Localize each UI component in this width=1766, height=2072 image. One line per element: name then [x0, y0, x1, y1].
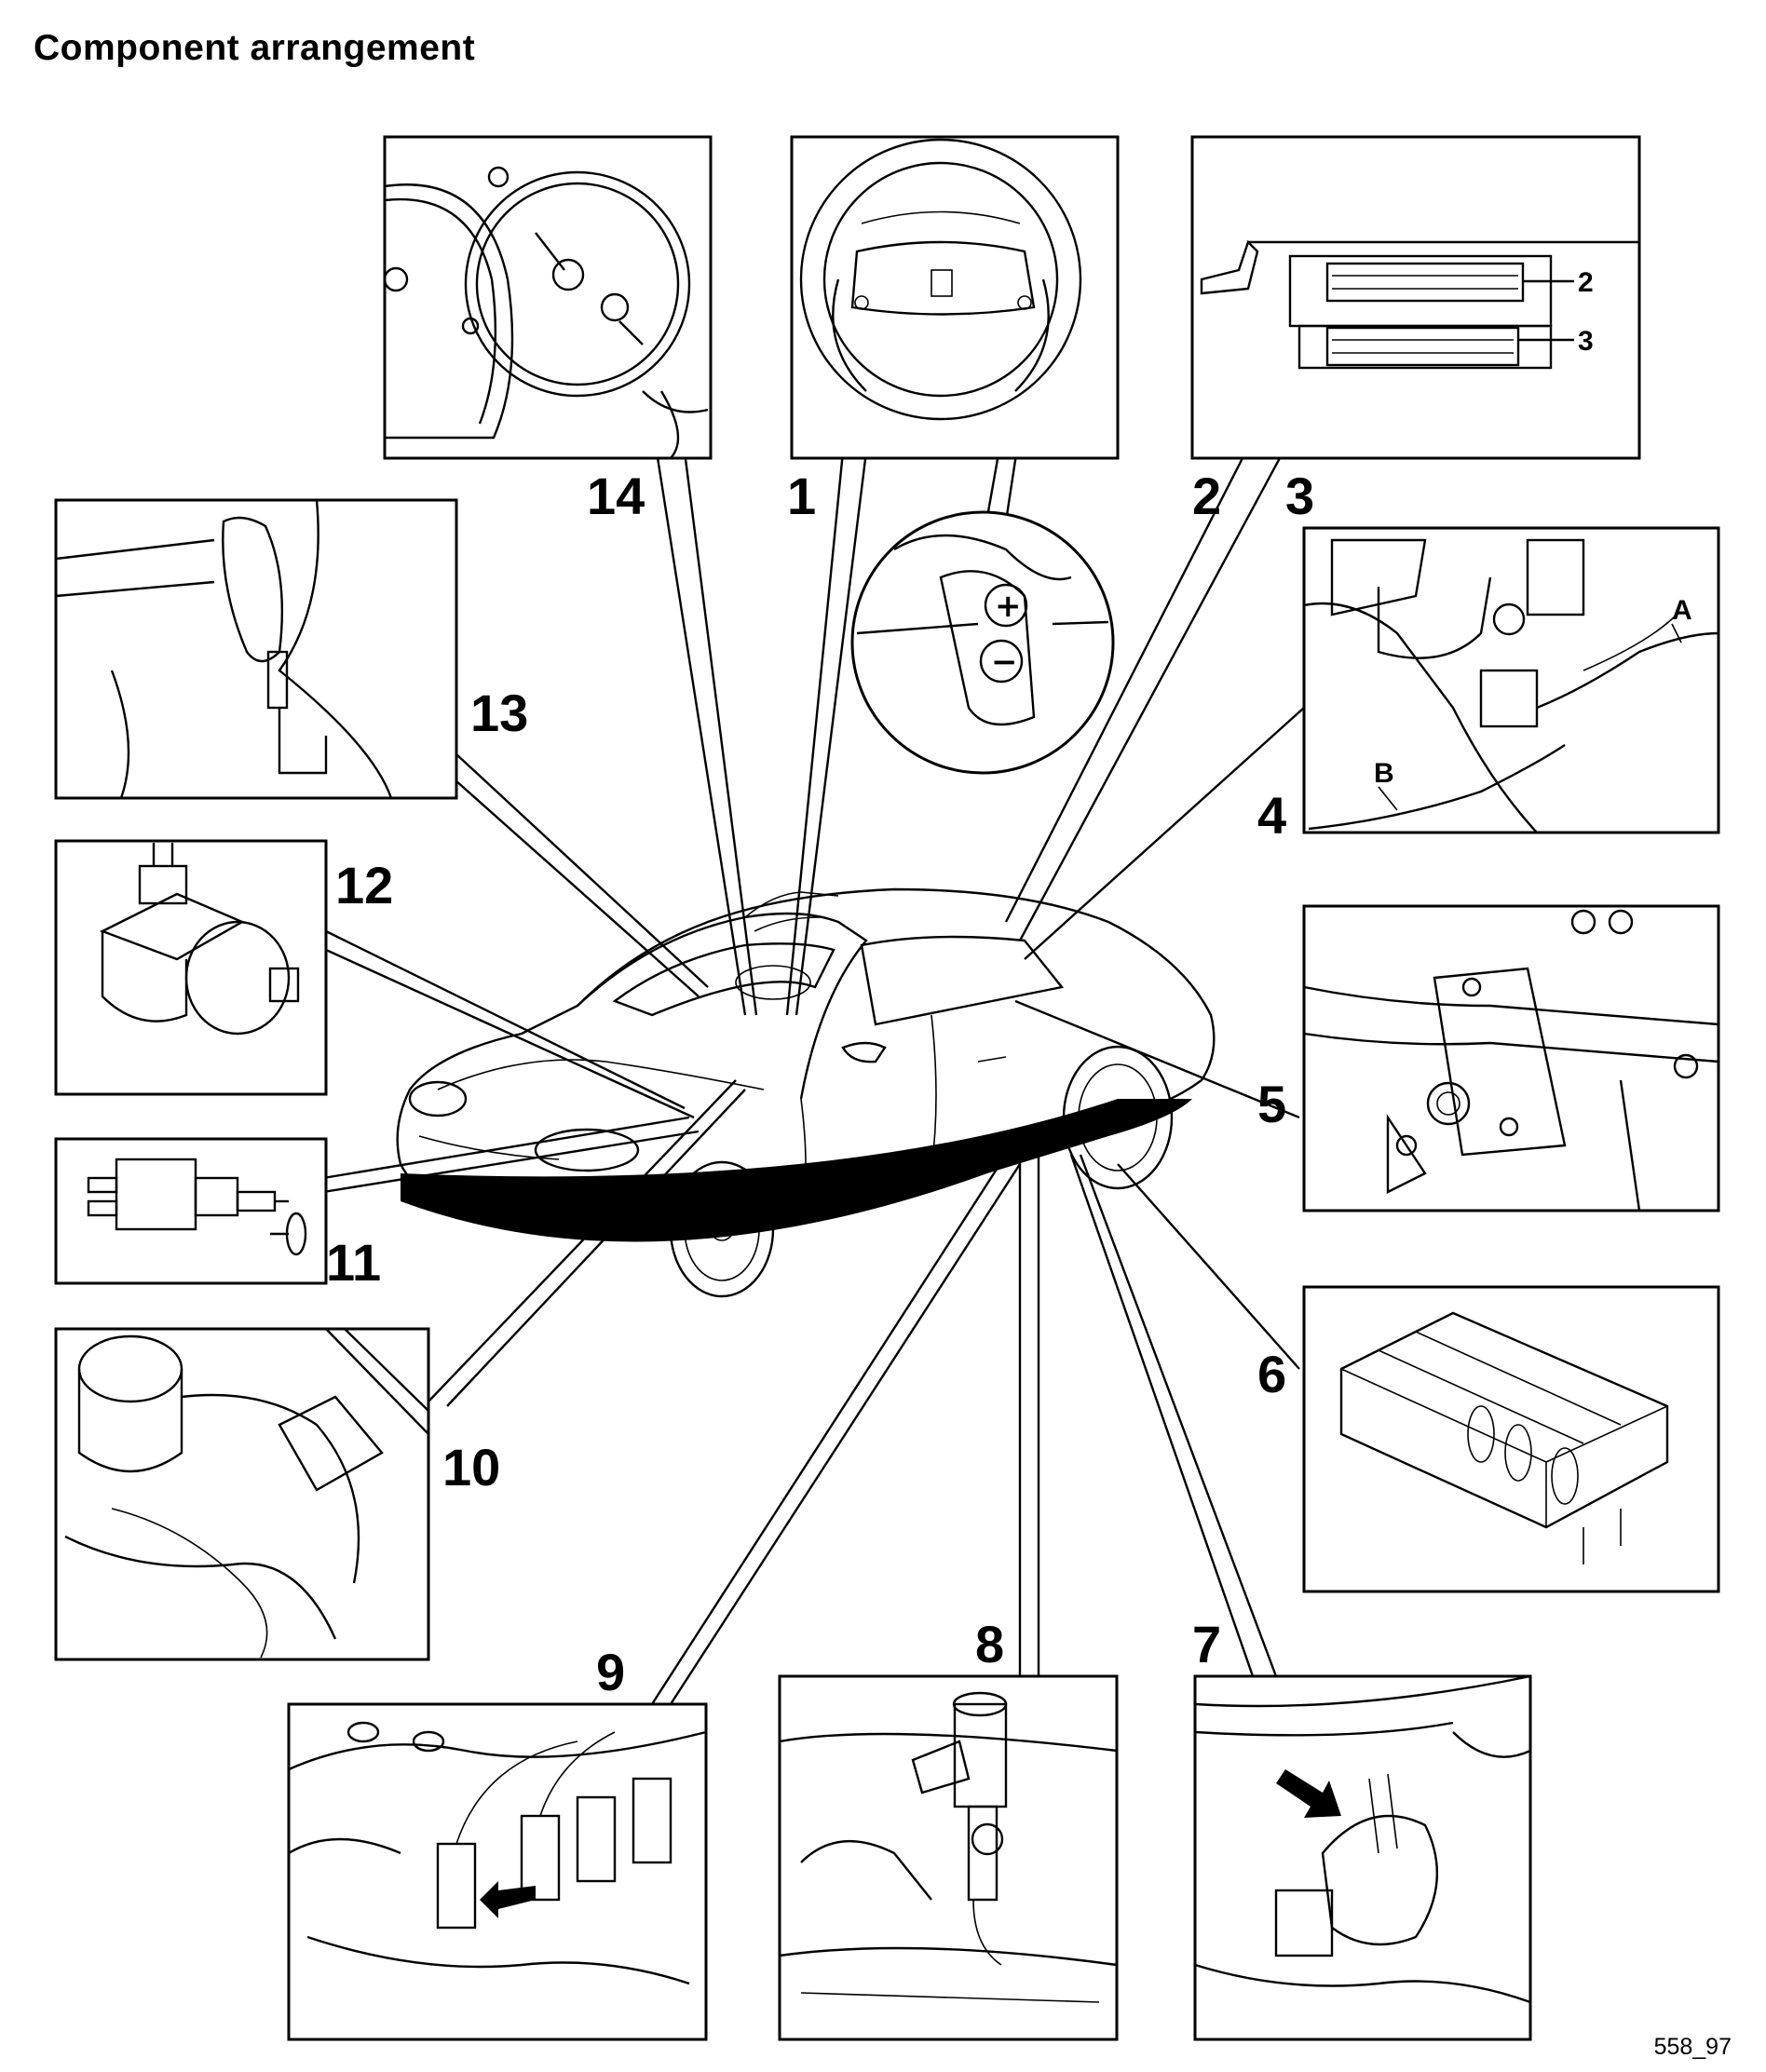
leader-10a: [428, 1079, 737, 1402]
panel-1-steering-wheel: [790, 135, 1120, 460]
panel-4-sensor: B A: [1302, 526, 1720, 834]
callout-12: 12: [335, 856, 393, 914]
callout-3: 3: [1285, 467, 1314, 525]
panel-13-selector-lever: [54, 498, 458, 800]
panel-5-selector-switch: [1302, 904, 1720, 1212]
callout-14: 14: [587, 467, 645, 525]
leader-2: [1004, 455, 1245, 923]
callout-2: 2: [1192, 467, 1221, 525]
callout-10: 10: [442, 1438, 500, 1496]
leader-11a: [322, 1116, 690, 1180]
callout-4: 4: [1257, 786, 1286, 845]
leader-12b: [325, 948, 695, 1119]
panel-12-switch: [54, 839, 328, 1096]
leader-lines: [322, 306, 1305, 1705]
leader-7b: [1079, 1154, 1278, 1677]
panel-11-brake-light-switch: [54, 1137, 328, 1285]
panel-7-connector: [1193, 1674, 1532, 2041]
connector-label-3: 3: [1578, 326, 1594, 357]
panel-2-3-control-unit: 2 3: [1190, 135, 1641, 460]
marker-a: A: [1672, 595, 1692, 626]
panel-6-valve-body: [1302, 1285, 1720, 1593]
callout-1: 1: [787, 467, 816, 525]
leader-4: [1024, 707, 1305, 960]
leader-14b: [683, 451, 758, 1016]
callout-7: 7: [1192, 1615, 1221, 1673]
panel-8-speed-sensor: [778, 1674, 1119, 2041]
callout-13: 13: [470, 684, 528, 742]
callout-9: 9: [596, 1643, 625, 1701]
callout-8: 8: [975, 1615, 1004, 1673]
leader-10b: [446, 1089, 746, 1407]
leader-9b: [669, 1163, 1022, 1705]
leader-6: [1117, 1163, 1300, 1370]
leader-11b: [322, 1130, 700, 1194]
steering-switch-detail: + −: [850, 510, 1115, 775]
connector-label-2: 2: [1578, 267, 1594, 298]
car-illustration: [396, 887, 1216, 1298]
leader-7a: [1069, 1154, 1255, 1677]
leader-3: [1018, 455, 1283, 941]
minus-symbol: −: [991, 643, 1018, 681]
leader-12a: [325, 929, 686, 1110]
callout-numbers: 1 2 3 4 5 6 7 8 9 10 11 12 13 14: [326, 467, 1314, 1701]
callout-5: 5: [1257, 1075, 1286, 1133]
figure-id: 558_97: [1653, 2034, 1732, 2060]
leader-1a: [785, 451, 845, 1016]
panel-10-brake-reservoir: [54, 1327, 430, 1661]
panel-14-instrument-cluster: [383, 135, 713, 460]
leader-13a: [455, 753, 709, 988]
plus-symbol: +: [995, 588, 1022, 625]
leader-5: [1014, 999, 1300, 1119]
marker-b: B: [1374, 758, 1394, 789]
leader-13b: [446, 772, 700, 997]
leader-9a: [650, 1154, 1008, 1705]
panel-9-solenoid-valves: [287, 1702, 708, 2041]
callout-6: 6: [1257, 1345, 1286, 1403]
page-title: Component arrangement: [34, 28, 476, 68]
leader-1b: [795, 451, 868, 1016]
callout-11: 11: [326, 1233, 381, 1292]
